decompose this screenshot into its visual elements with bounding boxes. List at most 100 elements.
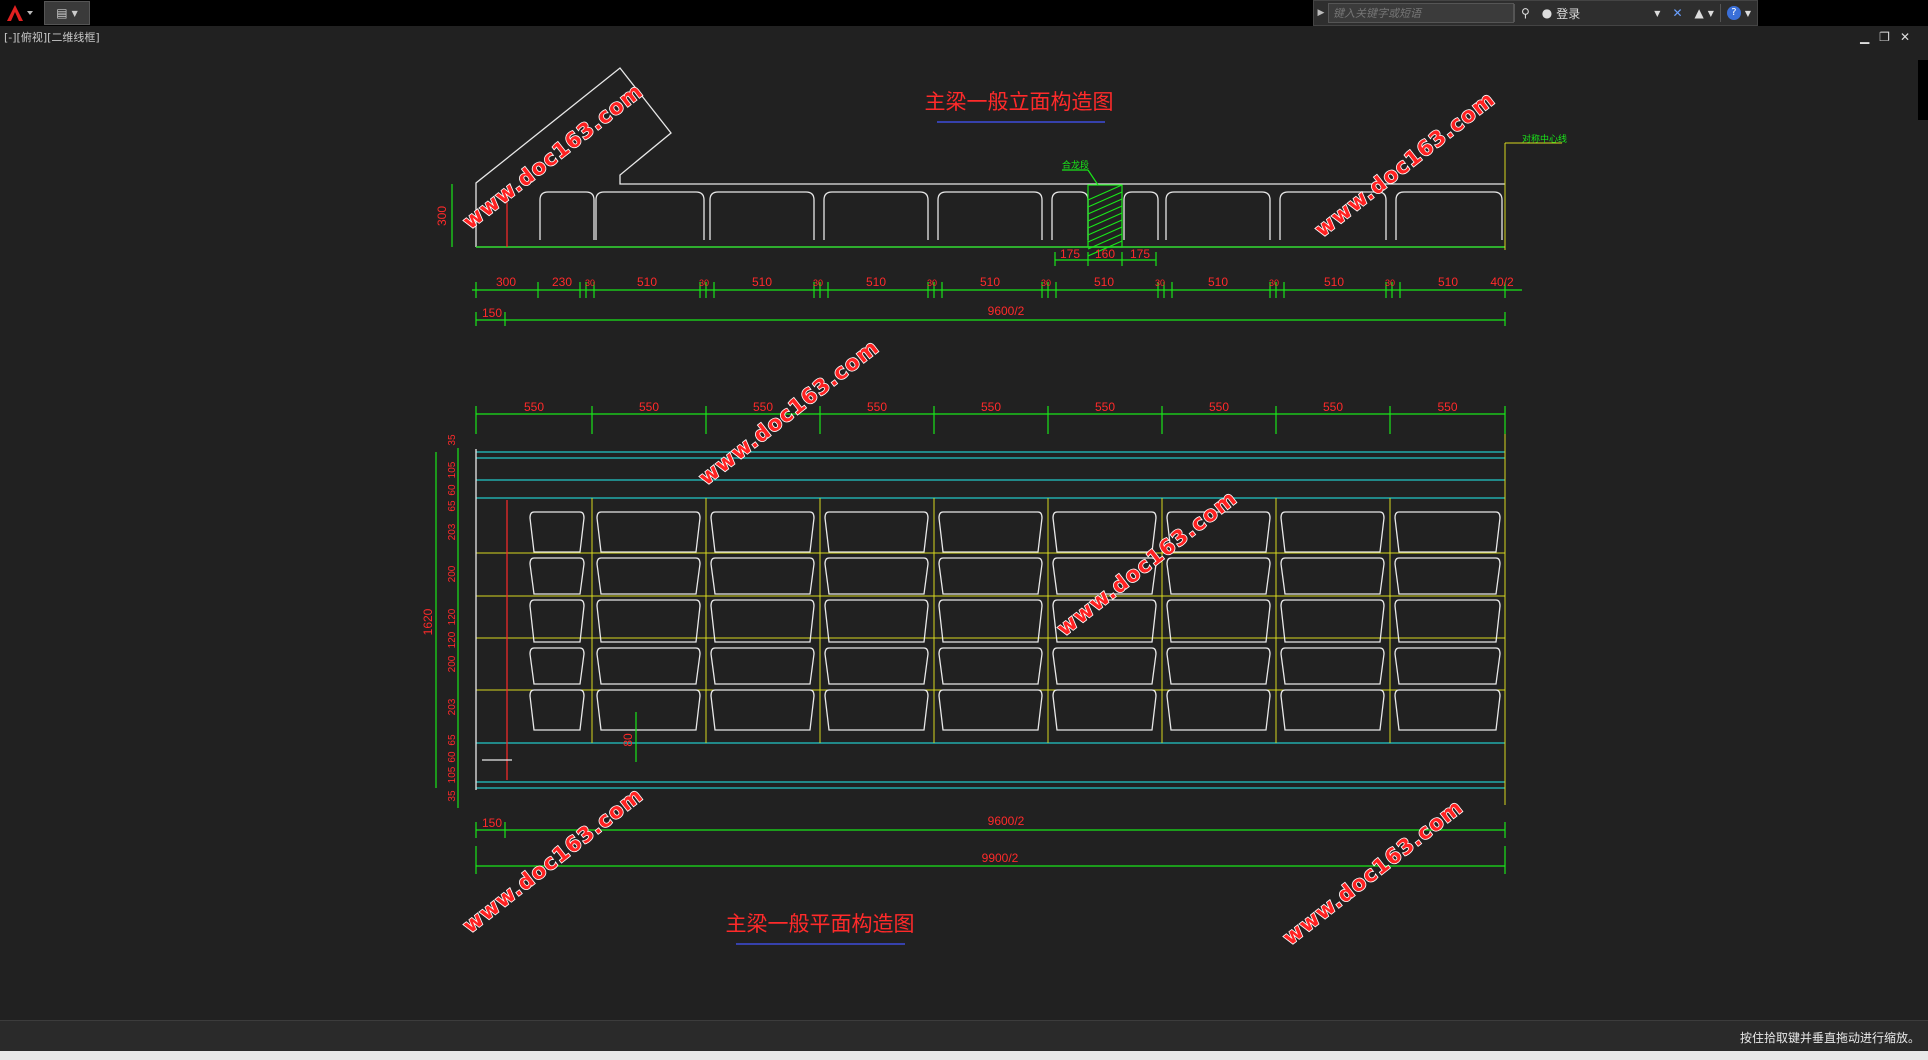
plan-total-height-label: 1620 <box>421 608 435 635</box>
user-icon: ● <box>1541 6 1553 20</box>
plan-top-dim-label: 550 <box>981 400 1001 414</box>
help-button[interactable]: ?▼ <box>1721 2 1757 24</box>
watermark-6: www.doc163.com <box>1278 795 1467 950</box>
note-leader-tip <box>1087 169 1099 186</box>
plan-top-dim-label: 550 <box>1095 400 1115 414</box>
plan-left-dim-label: 35 <box>447 790 458 802</box>
closure-dim-label: 175 <box>1130 247 1150 261</box>
chevron-down-icon: ▼ <box>71 8 78 18</box>
exchange-button[interactable]: ✕ <box>1666 2 1688 24</box>
elevation-total-span: 9600/2 <box>988 304 1025 318</box>
plan-cell <box>938 647 1043 685</box>
hatch-line <box>1087 212 1123 229</box>
watermark-5: www.doc163.com <box>458 783 647 938</box>
elevation-dim-label: 300 <box>496 275 516 289</box>
elevation-cell <box>937 191 1043 240</box>
title-bar: ▤ ▼ ▶ ⚲ ● 登录 ▼ ✕ ▲▼ ?▼ <box>0 0 1928 26</box>
elevation-cell <box>595 191 705 240</box>
expand-arrow-icon[interactable]: ▶ <box>1317 8 1325 18</box>
plan-cell <box>596 511 701 553</box>
restore-icon[interactable]: ❐ <box>1879 30 1890 44</box>
app-menu-button[interactable] <box>0 1 40 25</box>
plan-top-dim-label: 550 <box>753 400 773 414</box>
plan-cell <box>596 689 701 731</box>
status-message: 按住拾取键并垂直拖动进行缩放。 <box>1739 1031 1920 1045</box>
elevation-dim-label: 30 <box>585 278 595 288</box>
plan-bottom-total: 9900/2 <box>982 851 1019 865</box>
elevation-dim-label: 30 <box>1385 278 1395 288</box>
plan-cell <box>1166 557 1271 595</box>
search-input[interactable] <box>1328 3 1514 23</box>
minimize-icon[interactable]: ▁ <box>1859 30 1870 44</box>
viewport-label[interactable]: [-][俯视][二维线框] <box>4 31 100 44</box>
closure-rect <box>1087 184 1123 248</box>
closure-segment-note: 合龙段 <box>1062 159 1089 170</box>
plan-cell <box>1394 599 1501 643</box>
elevation-dim-label: 510 <box>1324 275 1344 289</box>
plan-left-dim-label: 105 <box>447 461 458 478</box>
plan-cell <box>596 647 701 685</box>
plan-cell <box>1394 511 1501 553</box>
plan-cell <box>1280 511 1385 553</box>
chevron-down-icon: ▼ <box>1744 8 1752 18</box>
elevation-dim-label: 510 <box>866 275 886 289</box>
plan-cell <box>824 599 929 643</box>
plan-left-dim-label: 65 <box>447 734 458 746</box>
plan-cell <box>529 647 585 685</box>
plan-cell <box>1280 689 1385 731</box>
elevation-cell <box>1395 191 1503 240</box>
status-bar: 按住拾取键并垂直拖动进行缩放。 <box>0 1020 1928 1051</box>
closure-dim-label: 160 <box>1095 247 1115 261</box>
hatch-line <box>1087 205 1123 222</box>
elevation-dim-label: 30 <box>813 278 823 288</box>
elevation-title: 主梁一般立面构造图 <box>925 90 1114 114</box>
viewcube-strip <box>1918 60 1928 120</box>
plan-cell <box>1052 689 1157 731</box>
elevation-dim-label: 510 <box>752 275 772 289</box>
plan-cell <box>938 557 1043 595</box>
workspace-button[interactable]: ▤ ▼ <box>44 1 90 25</box>
plan-left-dim-label: 120 <box>447 631 458 648</box>
plan-cell <box>824 511 929 553</box>
hatch-line <box>1087 184 1123 201</box>
watermark-3: www.doc163.com <box>694 335 883 490</box>
plan-cell <box>824 689 929 731</box>
help-icon: ? <box>1726 6 1741 20</box>
plan-cell <box>1394 689 1501 731</box>
plan-cell <box>529 689 585 731</box>
plan-top-dim-label: 550 <box>867 400 887 414</box>
hatch-line <box>1087 191 1123 208</box>
search-button[interactable]: ⚲ <box>1515 2 1536 24</box>
plan-left-dim-label: 105 <box>447 766 458 783</box>
quick-access-toolbar: ▤ ▼ <box>0 0 90 26</box>
elevation-dim-label: 510 <box>1208 275 1228 289</box>
plan-left-dim-label: 200 <box>447 655 458 672</box>
plan-bottom-offset: 150 <box>482 816 502 830</box>
elevation-total-offset: 150 <box>482 306 502 320</box>
a360-button[interactable]: ▲▼ <box>1689 2 1720 24</box>
elevation-cell <box>1051 191 1089 240</box>
center-line-note: 对称中心线 <box>1522 133 1567 144</box>
plan-left-dim-label: 35 <box>447 434 458 446</box>
elevation-dim-label: 30 <box>927 278 937 288</box>
plan-cell <box>596 599 701 643</box>
exchange-x-icon: ✕ <box>1672 6 1683 20</box>
close-icon[interactable]: ✕ <box>1899 30 1910 44</box>
plan-cell <box>1052 647 1157 685</box>
elevation-cell <box>709 191 815 240</box>
login-button[interactable]: ● 登录 ▼ <box>1536 2 1667 24</box>
infocenter-bar: ▶ ⚲ ● 登录 ▼ ✕ ▲▼ ?▼ <box>1313 0 1759 26</box>
chevron-down-icon: ▼ <box>1654 8 1661 18</box>
plan-cell <box>529 557 585 595</box>
plan-top-dim-label: 550 <box>639 400 659 414</box>
elevation-dim-label: 510 <box>980 275 1000 289</box>
plan-top-dim-label: 550 <box>524 400 544 414</box>
plan-cell <box>1394 557 1501 595</box>
plan-cell <box>1052 511 1157 553</box>
plan-cell <box>824 647 929 685</box>
plan-left-dim-label: 60 <box>447 484 458 496</box>
elevation-cell <box>1165 191 1271 240</box>
plan-cell <box>710 599 815 643</box>
